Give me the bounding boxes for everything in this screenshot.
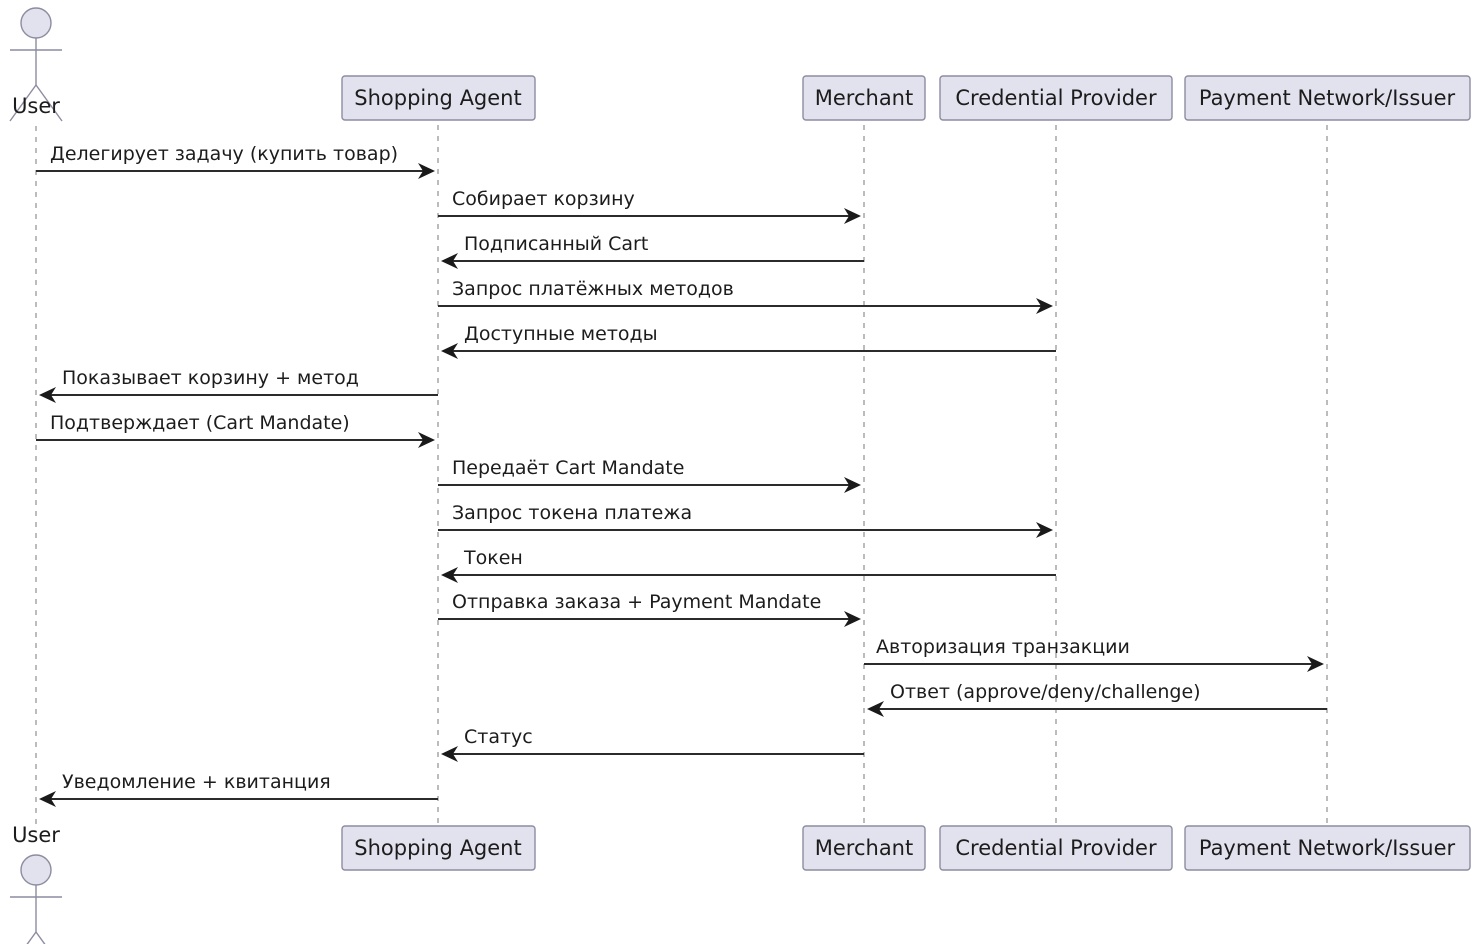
participant-label-agent: Shopping Agent	[354, 86, 521, 110]
actor-leg-left-icon	[26, 931, 37, 944]
message-arrowhead-14	[441, 746, 458, 762]
message-label-11: Отправка заказа + Payment Mandate	[452, 591, 821, 613]
participant-label-merchant: Merchant	[815, 86, 913, 110]
participant-box-cred	[939, 75, 1173, 121]
participant-user-bottom[interactable]: User	[10, 823, 62, 944]
message-label-6: Показывает корзину + метод	[62, 367, 359, 389]
message-label-7: Подтверждает (Cart Mandate)	[50, 412, 350, 434]
actor-leg-right-icon	[35, 931, 46, 944]
message-label-5: Доступные методы	[464, 323, 658, 345]
message-arrowhead-4	[1036, 298, 1053, 314]
participant-merchant-top[interactable]: Merchant	[802, 75, 926, 121]
participant-box-merchant	[802, 75, 926, 121]
participant-network-bottom[interactable]: Payment Network/Issuer	[1184, 825, 1471, 871]
participant-user-top[interactable]: User	[9, 7, 63, 122]
message-arrowhead-11	[844, 611, 861, 627]
message-label-13: Ответ (approve/deny/challenge)	[890, 681, 1201, 703]
participant-box-agent	[341, 75, 536, 121]
message-13[interactable]: Ответ (approve/deny/challenge)	[867, 681, 1327, 717]
messages-layer: Делегирует задачу (купить товар) Собирает…	[36, 143, 1327, 807]
participant-network-top[interactable]: Payment Network/Issuer	[1184, 75, 1471, 121]
message-8[interactable]: Передаёт Cart Mandate	[438, 457, 861, 493]
message-label-10: Токен	[463, 547, 523, 569]
participant-label-network: Payment Network/Issuer	[1199, 836, 1456, 860]
participant-merchant-bottom[interactable]: Merchant	[802, 825, 926, 871]
participant-box-cred	[939, 825, 1173, 871]
message-arrowhead-3	[441, 253, 458, 269]
message-3[interactable]: Подписанный Cart	[441, 233, 864, 269]
message-arrowhead-13	[867, 701, 884, 717]
participant-label-user: User	[12, 94, 60, 118]
message-2[interactable]: Собирает корзину	[438, 188, 861, 224]
participant-agent-bottom[interactable]: Shopping Agent	[341, 825, 536, 871]
actor-leg-left-icon	[9, 84, 37, 122]
message-arrowhead-5	[441, 343, 458, 359]
message-1[interactable]: Делегирует задачу (купить товар)	[36, 143, 435, 179]
participant-label-cred: Credential Provider	[955, 86, 1157, 110]
message-label-1: Делегирует задачу (купить товар)	[50, 143, 398, 165]
message-12[interactable]: Авторизация транзакции	[864, 636, 1324, 672]
participant-label-merchant: Merchant	[815, 836, 913, 860]
message-label-9: Запрос токена платежа	[452, 502, 692, 524]
participant-box-agent	[341, 825, 536, 871]
message-label-14: Статус	[464, 726, 533, 748]
participant-cred-top[interactable]: Credential Provider	[939, 75, 1173, 121]
message-10[interactable]: Токен	[441, 547, 1056, 583]
message-arrowhead-15	[39, 791, 56, 807]
message-7[interactable]: Подтверждает (Cart Mandate)	[36, 412, 435, 448]
message-9[interactable]: Запрос токена платежа	[438, 502, 1053, 538]
message-4[interactable]: Запрос платёжных методов	[438, 278, 1053, 314]
message-label-4: Запрос платёжных методов	[452, 278, 734, 300]
message-arrowhead-8	[844, 477, 861, 493]
message-5[interactable]: Доступные методы	[441, 323, 1056, 359]
actor-leg-right-icon	[35, 84, 63, 122]
message-arrowhead-7	[418, 432, 435, 448]
participant-label-network: Payment Network/Issuer	[1199, 86, 1456, 110]
message-label-12: Авторизация транзакции	[876, 636, 1130, 658]
message-label-8: Передаёт Cart Mandate	[452, 457, 684, 479]
message-6[interactable]: Показывает корзину + метод	[39, 367, 438, 403]
message-arrowhead-9	[1036, 522, 1053, 538]
message-arrowhead-10	[441, 567, 458, 583]
participant-box-network	[1184, 825, 1471, 871]
message-arrowhead-12	[1307, 656, 1324, 672]
message-arrowhead-2	[844, 208, 861, 224]
participant-box-merchant	[802, 825, 926, 871]
message-14[interactable]: Статус	[441, 726, 864, 762]
message-15[interactable]: Уведомление + квитанция	[39, 771, 438, 807]
message-label-15: Уведомление + квитанция	[62, 771, 331, 793]
participant-box-network	[1184, 75, 1471, 121]
participant-label-user: User	[12, 823, 60, 847]
message-arrowhead-1	[418, 163, 435, 179]
participant-label-agent: Shopping Agent	[354, 836, 521, 860]
message-11[interactable]: Отправка заказа + Payment Mandate	[438, 591, 861, 627]
participant-agent-top[interactable]: Shopping Agent	[341, 75, 536, 121]
participant-label-cred: Credential Provider	[955, 836, 1157, 860]
actor-head-icon	[20, 854, 52, 886]
message-label-2: Собирает корзину	[452, 188, 635, 210]
actor-head-icon	[20, 7, 52, 39]
message-label-3: Подписанный Cart	[464, 233, 648, 255]
message-arrowhead-6	[39, 387, 56, 403]
participant-cred-bottom[interactable]: Credential Provider	[939, 825, 1173, 871]
